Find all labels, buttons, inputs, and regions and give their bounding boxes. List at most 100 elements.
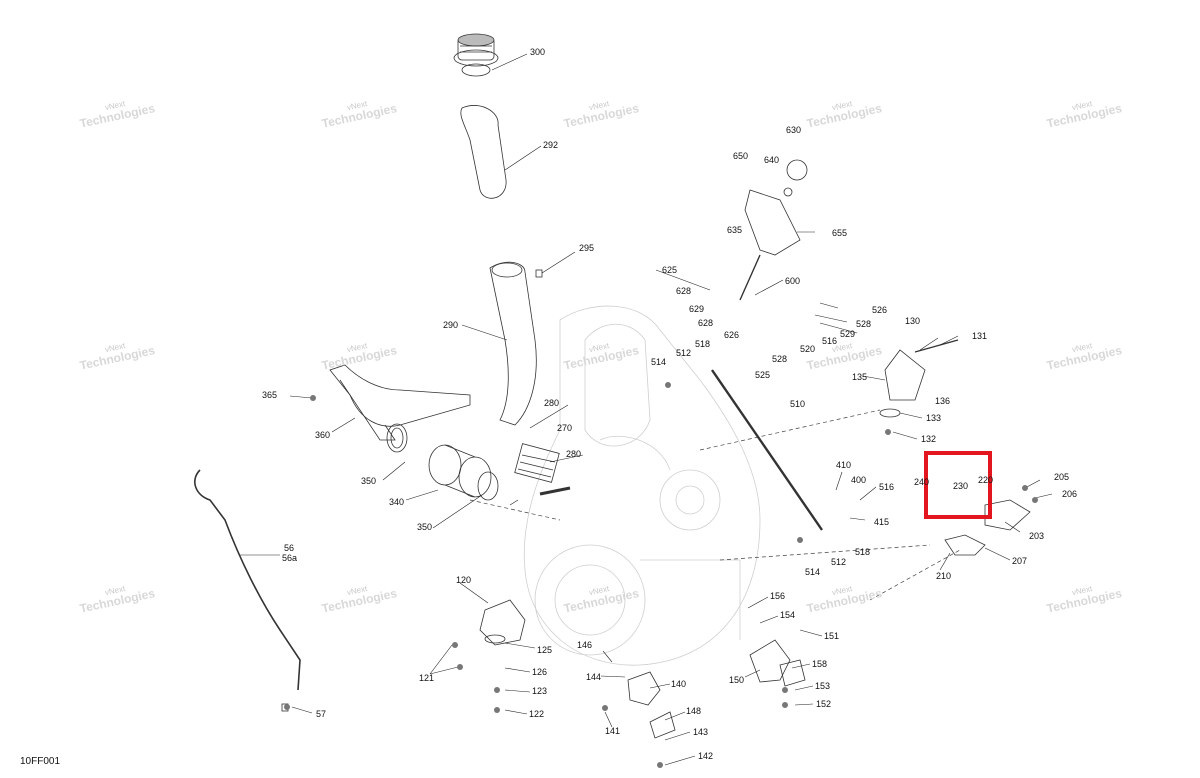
- callout-635[interactable]: 635: [727, 225, 743, 235]
- part-620-rod: [739, 254, 761, 301]
- part-640-nut: [783, 187, 793, 197]
- callout-640[interactable]: 640: [764, 155, 780, 165]
- callout-415[interactable]: 415: [874, 517, 890, 527]
- callout-365[interactable]: 365: [262, 390, 278, 400]
- callout-600[interactable]: 600: [785, 276, 801, 286]
- callout-350[interactable]: 350: [417, 522, 433, 532]
- callout-148[interactable]: 148: [686, 706, 702, 716]
- callout-154[interactable]: 154: [780, 610, 796, 620]
- callout-210[interactable]: 210: [936, 571, 952, 581]
- callout-123[interactable]: 123: [532, 686, 548, 696]
- callout-628[interactable]: 628: [676, 286, 692, 296]
- part-290-opening: [491, 262, 523, 278]
- part-290-tube: [489, 261, 537, 426]
- part-350-clamp-a: [386, 423, 408, 453]
- callout-230[interactable]: 230: [953, 481, 969, 491]
- part-210-bracket: [944, 534, 986, 556]
- callout-340[interactable]: 340: [389, 497, 405, 507]
- callout-626[interactable]: 626: [724, 330, 740, 340]
- callout-630[interactable]: 630: [786, 125, 802, 135]
- callout-516[interactable]: 516: [822, 336, 838, 346]
- callout-518[interactable]: 518: [855, 547, 871, 557]
- callout-628[interactable]: 628: [698, 318, 714, 328]
- figure-code: 10FF001: [20, 756, 61, 767]
- callout-150[interactable]: 150: [729, 675, 745, 685]
- callout-300[interactable]: 300: [530, 47, 546, 57]
- callout-514[interactable]: 514: [651, 357, 667, 367]
- callout-629[interactable]: 629: [689, 304, 705, 314]
- callout-57[interactable]: 57: [316, 709, 327, 719]
- callout-120[interactable]: 120: [456, 575, 472, 585]
- part-295-clip: [535, 269, 543, 278]
- callout-130[interactable]: 130: [905, 316, 921, 326]
- callout-520[interactable]: 520: [800, 344, 816, 354]
- callout-206[interactable]: 206: [1062, 489, 1078, 499]
- part-125-washer: [484, 634, 506, 644]
- callout-270[interactable]: 270: [557, 423, 573, 433]
- callout-516[interactable]: 516: [879, 482, 895, 492]
- part-300-cap: [453, 33, 499, 77]
- callout-121[interactable]: 121: [419, 673, 435, 683]
- callout-56[interactable]: 56: [284, 543, 295, 553]
- callout-510[interactable]: 510: [790, 399, 806, 409]
- callout-410[interactable]: 410: [836, 460, 852, 470]
- callout-152[interactable]: 152: [816, 699, 832, 709]
- callout-295[interactable]: 295: [579, 243, 595, 253]
- callout-142[interactable]: 142: [698, 751, 714, 761]
- callout-203[interactable]: 203: [1029, 531, 1045, 541]
- callout-132[interactable]: 132: [921, 434, 937, 444]
- callout-514[interactable]: 514: [805, 567, 821, 577]
- callout-525[interactable]: 525: [755, 370, 771, 380]
- callout-207[interactable]: 207: [1012, 556, 1028, 566]
- callout-512[interactable]: 512: [676, 348, 692, 358]
- callout-528[interactable]: 528: [856, 319, 872, 329]
- part-140-mount: [627, 671, 661, 706]
- callout-144[interactable]: 144: [586, 672, 602, 682]
- callout-135[interactable]: 135: [852, 372, 868, 382]
- callout-280[interactable]: 280: [544, 398, 560, 408]
- callout-655[interactable]: 655: [832, 228, 848, 238]
- callout-292[interactable]: 292: [543, 140, 559, 150]
- callout-360[interactable]: 360: [315, 430, 331, 440]
- callout-650[interactable]: 650: [733, 151, 749, 161]
- callout-290[interactable]: 290: [443, 320, 459, 330]
- fasteners: [284, 382, 1038, 768]
- callout-151[interactable]: 151: [824, 631, 840, 641]
- callout-220[interactable]: 220: [978, 475, 994, 485]
- part-510-rod: [711, 369, 823, 531]
- callout-146[interactable]: 146: [577, 640, 593, 650]
- callout-131[interactable]: 131: [972, 331, 988, 341]
- part-130-mount: [884, 349, 926, 401]
- callout-141[interactable]: 141: [605, 726, 621, 736]
- callout-240[interactable]: 240: [914, 477, 930, 487]
- callout-528[interactable]: 528: [772, 354, 788, 364]
- callout-518[interactable]: 518: [695, 339, 711, 349]
- callout-529[interactable]: 529: [840, 329, 856, 339]
- part-56-hose: [194, 469, 301, 691]
- part-150-mount: [749, 639, 791, 683]
- callout-205[interactable]: 205: [1054, 472, 1070, 482]
- callout-56a[interactable]: 56a: [282, 553, 298, 563]
- part-133-washer: [879, 408, 901, 418]
- callout-400[interactable]: 400: [851, 475, 867, 485]
- callout-126[interactable]: 126: [532, 667, 548, 677]
- callout-122[interactable]: 122: [529, 709, 545, 719]
- callout-143[interactable]: 143: [693, 727, 709, 737]
- part-360-bracket: [329, 364, 471, 427]
- callout-350[interactable]: 350: [361, 476, 377, 486]
- callout-136[interactable]: 136: [935, 396, 951, 406]
- callout-133[interactable]: 133: [926, 413, 942, 423]
- callout-156[interactable]: 156: [770, 591, 786, 601]
- part-340-coupler: [428, 444, 492, 498]
- callout-153[interactable]: 153: [815, 681, 831, 691]
- part-650-plate: [744, 189, 801, 256]
- callout-280[interactable]: 280: [566, 449, 582, 459]
- callout-140[interactable]: 140: [671, 679, 687, 689]
- callout-125[interactable]: 125: [537, 645, 553, 655]
- callout-512[interactable]: 512: [831, 557, 847, 567]
- callout-625[interactable]: 625: [662, 265, 678, 275]
- callout-526[interactable]: 526: [872, 305, 888, 315]
- callout-158[interactable]: 158: [812, 659, 828, 669]
- part-158-plate: [779, 659, 806, 687]
